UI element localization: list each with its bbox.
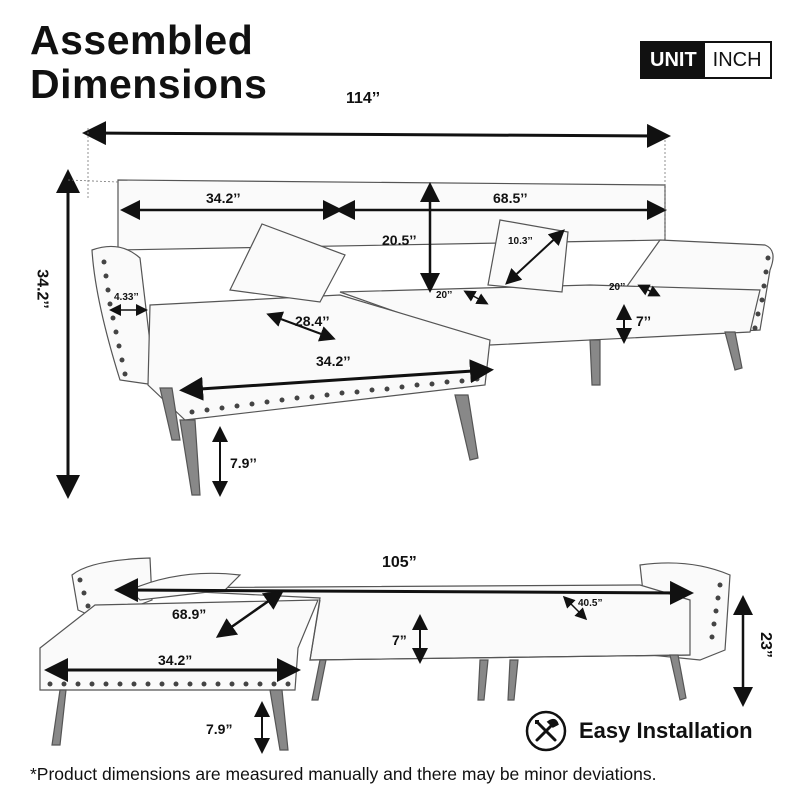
overall-width-label: 114’’ [346,90,381,107]
page-title: Assembled Dimensions [30,18,267,106]
unit-value: INCH [704,43,770,77]
bottom-seat-thickness-label: 7” [392,632,407,648]
title-line-1: Assembled [30,17,254,63]
top-sofa-illustration [91,179,774,496]
bed-height-label: 23” [756,632,774,658]
unit-badge: UNIT INCH [640,41,772,79]
easy-installation-label: Easy Installation [579,718,753,743]
top-dimension-lines [56,121,671,499]
pillow-size-label: 10.3’’ [508,236,533,247]
chaise-diagonal-label: 28.4’’ [295,313,330,329]
disclaimer-footnote: *Product dimensions are measured manuall… [30,764,657,784]
bottom-chaise-width-label: 34.2” [158,652,193,668]
bottom-nailhead-trim [47,577,723,687]
left-seat-width-label: 34.2’’ [206,190,241,206]
overall-height-label: 34.2’’ [33,269,51,309]
bed-length-label: 105” [382,554,417,571]
seat-thickness-label: 7’’ [636,313,652,329]
wrench-screwdriver-icon [525,710,567,752]
bottom-dimension-lines [44,578,753,754]
right-seat-width-label: 68.5’’ [493,190,528,206]
chaise-width-label: 34.2’’ [316,353,351,369]
cushion-depth-left-label: 20’’ [436,290,453,301]
cushion-depth-right-label: 20’’ [609,282,626,293]
section-diagonal-label: 40.5” [578,598,603,609]
easy-installation-badge: Easy Installation [525,710,753,752]
arm-width-label: 4.33’’ [114,292,139,303]
leg-height-label: 7.9’’ [230,455,257,471]
back-height-label: 20.5’’ [382,232,417,248]
unit-label: UNIT [642,43,705,77]
title-line-2: Dimensions [30,61,268,107]
bottom-chaise-diagonal-label: 68.9” [172,606,207,622]
bottom-leg-height-label: 7.9” [206,721,233,737]
